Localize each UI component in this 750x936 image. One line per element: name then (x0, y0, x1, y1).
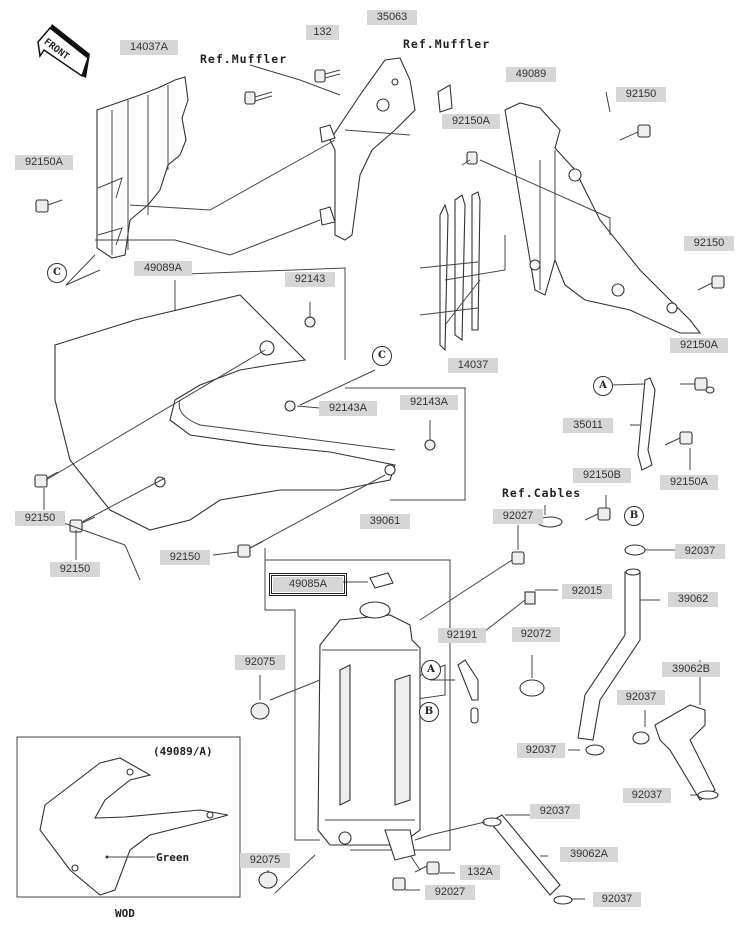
shroud-louver-14037A-part (96, 76, 189, 259)
part-label-39062B[interactable]: 39062B (662, 662, 720, 677)
leader-lines (54, 64, 611, 871)
part-label-92037-left[interactable]: 92037 (517, 743, 565, 758)
callout-b-radiator: B (419, 702, 439, 722)
grommet-icon (284, 316, 436, 451)
part-label-92075-top[interactable]: 92075 (235, 655, 285, 670)
part-label-92075-bot[interactable]: 92075 (240, 853, 290, 868)
radiator-39061-part (317, 601, 421, 861)
part-label-92150-top[interactable]: 92150 (616, 87, 666, 102)
clamp-icon (482, 544, 719, 905)
part-label-92037-right[interactable]: 92037 (623, 788, 671, 803)
hose-92191-part (457, 659, 479, 701)
fitting-icon (250, 386, 715, 891)
part-label-92150A-left[interactable]: 92150A (15, 155, 73, 170)
ref-cables: Ref.Cables (502, 486, 582, 500)
bracket-35063-part (319, 57, 453, 241)
part-label-92150A-top[interactable]: 92150A (442, 114, 500, 129)
part-label-92037-b[interactable]: 92037 (675, 544, 725, 559)
inset-wod-box (16, 736, 241, 898)
louver-14037-part (419, 191, 541, 352)
inset-caption: WOD (115, 907, 135, 920)
part-label-14037A[interactable]: 14037A (120, 40, 178, 55)
callout-c-mid: C (372, 346, 392, 366)
callout-c-left: C (47, 263, 67, 283)
part-label-92143A-b[interactable]: 92143A (400, 395, 458, 410)
cap-49085A-part (369, 572, 394, 589)
callout-a-stay: A (593, 376, 613, 396)
part-label-39062[interactable]: 39062 (668, 592, 718, 607)
part-label-92072[interactable]: 92072 (512, 627, 560, 642)
stay-35011-part (637, 377, 656, 471)
part-label-92027-bot[interactable]: 92027 (425, 885, 475, 900)
part-label-92037-bot[interactable]: 92037 (593, 892, 641, 907)
part-label-49089A[interactable]: 49089A (134, 261, 192, 276)
callout-a-radiator: A (421, 660, 441, 680)
part-label-35063[interactable]: 35063 (367, 10, 417, 25)
shroud-49089-part (504, 102, 702, 334)
part-label-92150-l3[interactable]: 92150 (160, 550, 210, 565)
part-label-39061[interactable]: 39061 (360, 514, 410, 529)
inset-title: (49089/A) (153, 745, 213, 758)
ref-muffler-left: Ref.Muffler (200, 52, 288, 66)
part-label-92150B[interactable]: 92150B (573, 468, 631, 483)
part-label-39062A[interactable]: 39062A (560, 847, 618, 862)
part-label-92143[interactable]: 92143 (285, 272, 335, 287)
hose-39062A-part (489, 814, 561, 896)
part-label-49089[interactable]: 49089 (506, 67, 556, 82)
part-label-92150A-low[interactable]: 92150A (660, 475, 718, 490)
hose-39062-part (577, 568, 641, 741)
part-label-132A[interactable]: 132A (460, 865, 500, 880)
ref-muffler-right: Ref.Muffler (403, 37, 491, 51)
part-label-92037-low[interactable]: 92037 (530, 804, 580, 819)
part-label-92191[interactable]: 92191 (438, 628, 486, 643)
part-label-35011[interactable]: 35011 (563, 418, 613, 433)
hose-plug-part (470, 707, 479, 724)
part-label-132[interactable]: 132 (306, 25, 339, 40)
part-label-92150-l1[interactable]: 92150 (15, 511, 65, 526)
part-label-92150A-mid[interactable]: 92150A (670, 338, 728, 353)
bolt-icon (34, 69, 725, 875)
part-label-14037[interactable]: 14037 (448, 358, 498, 373)
callout-b-hose: B (624, 506, 644, 526)
part-label-92015[interactable]: 92015 (562, 584, 612, 599)
part-label-92037-mid[interactable]: 92037 (617, 690, 665, 705)
part-label-92027-top[interactable]: 92027 (493, 509, 543, 524)
hose-39062B-part (654, 704, 716, 801)
part-label-92143A-a[interactable]: 92143A (319, 401, 377, 416)
part-label-92150-l2[interactable]: 92150 (50, 562, 100, 577)
inset-color-note: Green (156, 851, 190, 864)
part-label-49085A[interactable]: 49085A (269, 573, 347, 596)
part-label-92150-right[interactable]: 92150 (684, 236, 734, 251)
front-arrow-icon (37, 24, 90, 78)
shroud-49089A-part (54, 294, 396, 531)
